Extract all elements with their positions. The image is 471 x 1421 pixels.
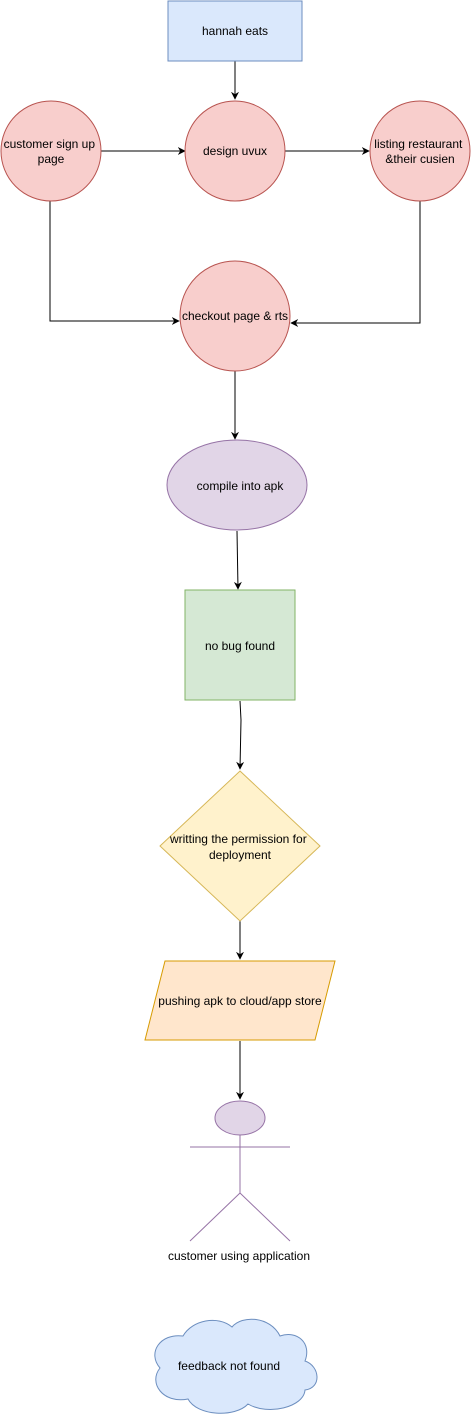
actor-right-leg xyxy=(239,1192,291,1242)
no-bug-label: no bug found xyxy=(205,639,275,653)
checkout-label: checkout page & rts xyxy=(182,309,288,323)
design-uvux-circle xyxy=(184,100,286,202)
actor-left-leg xyxy=(189,1192,241,1242)
feedback-cloud-shape xyxy=(154,1318,318,1414)
hannah-eats-label: hannah eats xyxy=(202,24,268,38)
node-design-uvux[interactable]: design uvux xyxy=(184,100,286,202)
compile-apk-label: compile into apk xyxy=(197,479,285,493)
edge-signup-to-checkout xyxy=(49,201,180,325)
actor-head xyxy=(214,1100,266,1136)
node-customer-actor[interactable] xyxy=(189,1100,291,1242)
node-checkout[interactable]: checkout page & rts xyxy=(179,260,291,372)
pushing-apk-label: pushing apk to cloud/app store xyxy=(158,994,322,1008)
customer-signup-label-line2: page xyxy=(38,152,65,166)
customer-signup-circle xyxy=(0,100,102,202)
compile-apk-ellipse xyxy=(166,439,308,531)
permission-label: writting the permission for deployment xyxy=(169,832,310,862)
permission-label-line2: deployment xyxy=(209,848,272,862)
node-no-bug[interactable]: no bug found xyxy=(184,589,296,701)
feedback-cloud-label: feedback not found xyxy=(178,1359,280,1373)
listing-restaurant-circle xyxy=(369,100,471,202)
edge-compile-to-nobug xyxy=(233,530,242,590)
edge-listing-to-checkout xyxy=(290,201,421,327)
customer-using-label: customer using application xyxy=(168,1249,310,1263)
design-uvux-label: design uvux xyxy=(203,144,267,158)
customer-signup-label-line1: customer sign up xyxy=(4,137,96,151)
permission-label-line1: writting the permission for xyxy=(169,832,307,846)
edges xyxy=(49,61,421,1100)
listing-restaurant-label: listing restaurant &their cusien xyxy=(374,137,465,166)
node-hannah-eats[interactable]: hannah eats xyxy=(167,0,303,62)
node-feedback-cloud[interactable]: feedback not found xyxy=(154,1318,318,1414)
listing-restaurant-label-line2: &their cusien xyxy=(385,152,454,166)
node-customer-signup[interactable]: customer sign up page xyxy=(0,100,102,202)
node-permission[interactable]: writting the permission for deployment xyxy=(159,770,321,922)
hannah-eats-box xyxy=(167,0,303,62)
no-bug-box xyxy=(184,589,296,701)
node-compile-apk[interactable]: compile into apk xyxy=(166,439,308,531)
node-pushing-apk[interactable]: pushing apk to cloud/app store xyxy=(144,960,336,1041)
customer-signup-label: customer sign up page xyxy=(4,137,99,166)
edge-nobug-to-permission xyxy=(236,700,245,770)
permission-diamond xyxy=(159,770,321,922)
listing-restaurant-label-line1: listing restaurant xyxy=(374,137,463,151)
pushing-apk-parallelogram xyxy=(144,960,336,1041)
node-listing-restaurant[interactable]: listing restaurant &their cusien xyxy=(369,100,471,202)
checkout-circle xyxy=(179,260,291,372)
